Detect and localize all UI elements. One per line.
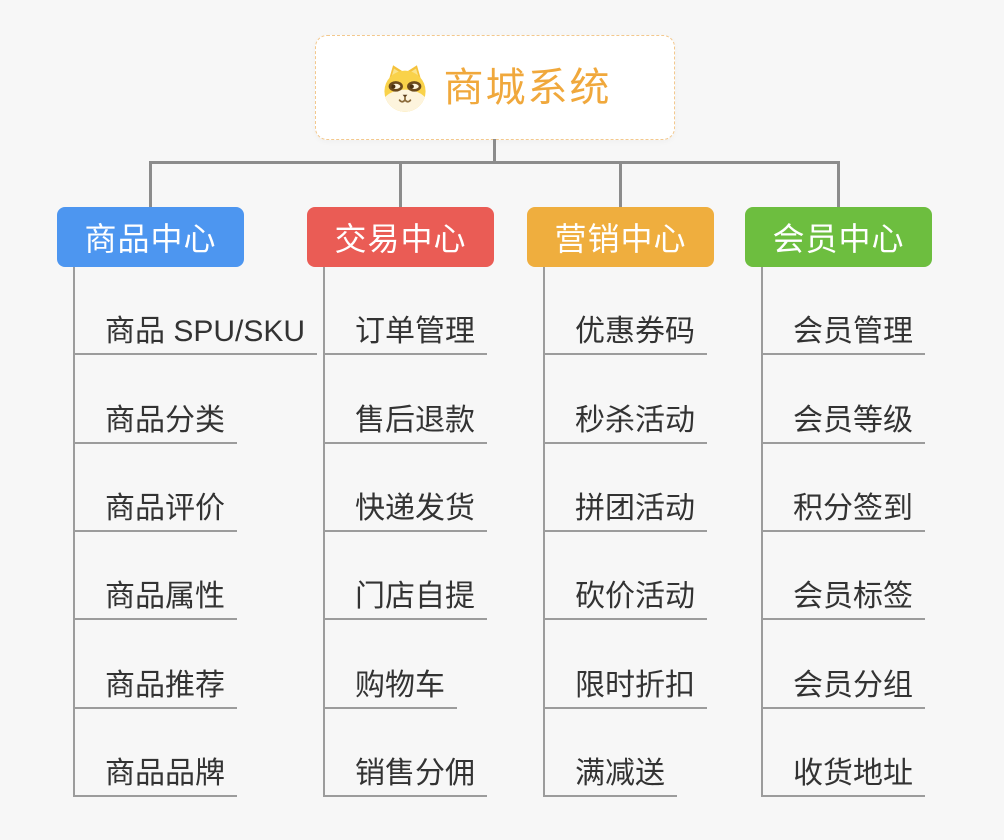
leaf-row: 订单管理 (325, 267, 487, 356)
leaf-row: 秒杀活动 (545, 355, 707, 444)
branch-column-product-center: 商品 SPU/SKU 商品分类商品评价商品属性商品推荐商品品牌 (73, 267, 318, 797)
leaf-row: 商品分类 (75, 355, 317, 444)
leaf-row: 商品推荐 (75, 620, 317, 709)
leaf-node[interactable]: 商品推荐 (75, 669, 237, 709)
leaf-node[interactable]: 收货地址 (763, 757, 925, 797)
leaf-row: 购物车 (325, 620, 487, 709)
leaf-row: 商品评价 (75, 444, 317, 532)
leaf-node[interactable]: 商品品牌 (75, 757, 237, 797)
leaf-node[interactable]: 购物车 (325, 669, 457, 709)
branch-column-marketing-center: 优惠券码秒杀活动拼团活动砍价活动限时折扣满减送 (543, 267, 707, 797)
leaf-node[interactable]: 售后退款 (325, 404, 487, 444)
leaf-row: 商品 SPU/SKU (75, 267, 318, 356)
leaf-row: 商品品牌 (75, 709, 317, 797)
leaf-node[interactable]: 商品 SPU/SKU (75, 315, 318, 356)
leaf-row: 会员管理 (763, 267, 925, 356)
branch-header-member-center[interactable]: 会员中心 (745, 207, 932, 267)
leaf-node[interactable]: 会员标签 (763, 580, 925, 621)
leaf-row: 售后退款 (325, 355, 487, 444)
leaf-row: 商品属性 (75, 532, 317, 621)
leaf-row: 门店自提 (325, 532, 487, 621)
leaf-node[interactable]: 订单管理 (325, 315, 487, 356)
leaf-row: 快递发货 (325, 444, 487, 532)
leaf-row: 满减送 (545, 709, 707, 797)
connector-root-stub (493, 139, 496, 164)
connector-drop-trade-center (399, 161, 402, 207)
branch-column-trade-center: 订单管理售后退款快递发货门店自提购物车销售分佣 (323, 267, 487, 797)
leaf-node[interactable]: 销售分佣 (325, 757, 487, 797)
leaf-node[interactable]: 积分签到 (763, 492, 925, 532)
branch-header-marketing-center[interactable]: 营销中心 (527, 207, 714, 267)
leaf-node[interactable]: 砍价活动 (545, 580, 707, 621)
leaf-node[interactable]: 门店自提 (325, 580, 487, 621)
branch-header-trade-center[interactable]: 交易中心 (307, 207, 494, 267)
branch-label: 会员中心 (772, 221, 905, 257)
connector-drop-product-center (149, 161, 152, 207)
leaf-row: 积分签到 (763, 444, 925, 532)
leaf-node[interactable]: 满减送 (545, 757, 677, 797)
leaf-row: 销售分佣 (325, 709, 487, 797)
leaf-node[interactable]: 商品评价 (75, 492, 237, 532)
connector-drop-member-center (837, 161, 840, 207)
branch-column-member-center: 会员管理会员等级积分签到会员标签会员分组收货地址 (761, 267, 925, 797)
leaf-node[interactable]: 秒杀活动 (545, 404, 707, 444)
doge-icon (383, 64, 426, 112)
leaf-node[interactable]: 限时折扣 (545, 669, 707, 709)
leaf-node[interactable]: 商品属性 (75, 580, 237, 621)
leaf-row: 限时折扣 (545, 620, 707, 709)
branch-label: 营销中心 (554, 221, 687, 257)
leaf-node[interactable]: 会员等级 (763, 404, 925, 444)
leaf-node[interactable]: 商品分类 (75, 404, 237, 444)
leaf-row: 会员等级 (763, 355, 925, 444)
leaf-row: 拼团活动 (545, 444, 707, 532)
leaf-node[interactable]: 拼团活动 (545, 492, 707, 532)
branch-header-product-center[interactable]: 商品中心 (57, 207, 244, 267)
connector-bus (149, 161, 840, 164)
leaf-node[interactable]: 会员管理 (763, 315, 925, 356)
leaf-node[interactable]: 会员分组 (763, 669, 925, 709)
leaf-row: 优惠券码 (545, 267, 707, 356)
leaf-node[interactable]: 快递发货 (325, 492, 487, 532)
leaf-row: 会员标签 (763, 532, 925, 621)
branch-label: 商品中心 (84, 221, 217, 257)
branch-label: 交易中心 (334, 221, 467, 257)
connector-drop-marketing-center (619, 161, 622, 207)
root-title: 商城系统 (443, 65, 612, 110)
leaf-row: 收货地址 (763, 709, 925, 797)
root-node[interactable]: 商城系统 (315, 35, 675, 140)
leaf-row: 砍价活动 (545, 532, 707, 621)
leaf-row: 会员分组 (763, 620, 925, 709)
leaf-node[interactable]: 优惠券码 (545, 315, 707, 356)
